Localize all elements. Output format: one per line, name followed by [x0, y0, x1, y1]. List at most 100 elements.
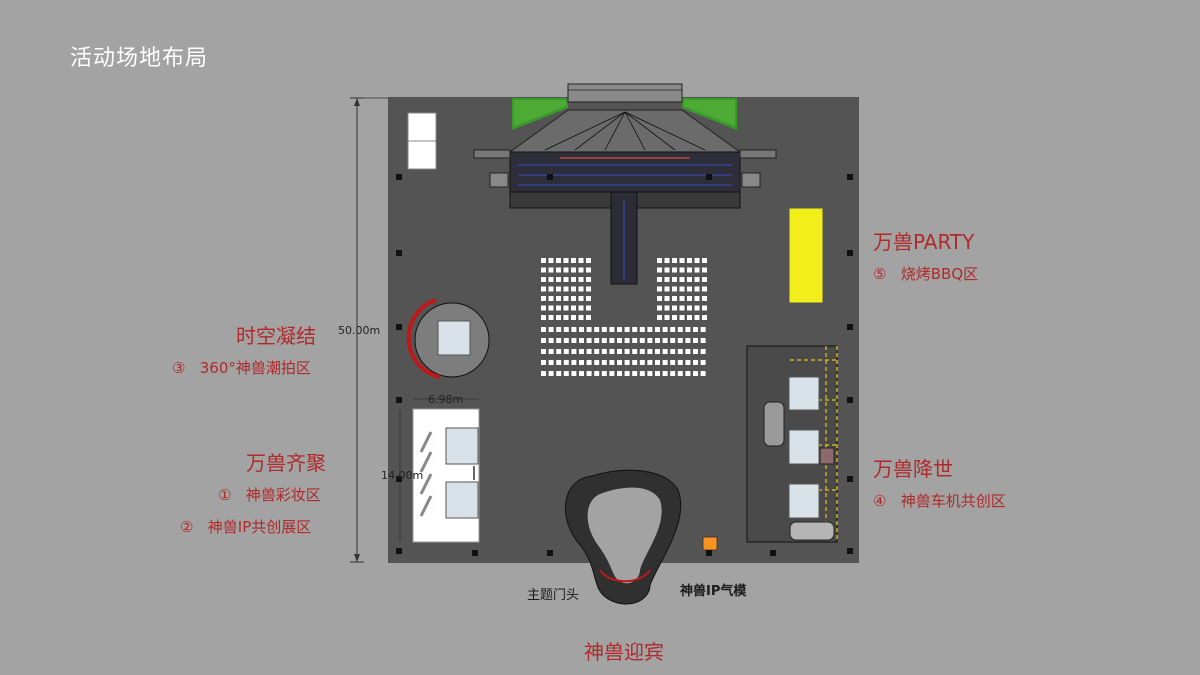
seat: [548, 258, 554, 263]
seat: [672, 305, 677, 311]
seat: [647, 371, 653, 376]
pillar: [396, 324, 402, 330]
seat: [624, 349, 630, 354]
seat: [657, 267, 662, 273]
seat: [677, 349, 683, 354]
entrance-gate: [564, 469, 682, 605]
seat: [677, 360, 683, 365]
seat: [556, 338, 562, 343]
seat: [563, 327, 569, 332]
pillar: [396, 548, 402, 554]
seat: [685, 360, 691, 365]
seat: [578, 258, 584, 263]
seat: [556, 349, 562, 354]
pillar: [770, 550, 776, 556]
seat: [677, 327, 683, 332]
seat: [601, 327, 607, 332]
seat: [541, 327, 546, 332]
pillar: [547, 550, 553, 556]
page-title: 活动场地布局: [70, 46, 209, 71]
seat: [563, 258, 569, 263]
pillar: [706, 174, 712, 180]
seat: [694, 267, 700, 273]
seat: [664, 258, 670, 263]
item-number: ①: [218, 486, 232, 504]
seat: [571, 315, 576, 320]
seat: [541, 349, 546, 354]
seat: [556, 296, 561, 301]
seat: [672, 296, 677, 301]
seat: [556, 286, 561, 292]
pillar: [396, 250, 402, 256]
zone-descent-item: ④ 神兽车机共创区: [873, 490, 1006, 511]
seat: [664, 267, 670, 273]
seat: [679, 277, 685, 282]
seat: [670, 327, 676, 332]
seat: [586, 315, 591, 320]
seat: [578, 296, 584, 301]
seat: [694, 286, 700, 292]
seat: [693, 327, 698, 332]
dimension-line-vertical: [350, 97, 388, 563]
seat: [632, 371, 638, 376]
seat: [579, 338, 584, 343]
seat: [624, 327, 630, 332]
seat: [655, 327, 660, 332]
seat: [693, 349, 698, 354]
item-text: 神兽彩妆区: [245, 486, 321, 504]
seat: [639, 338, 645, 343]
seat: [655, 371, 660, 376]
gate-label: 主题门头: [527, 588, 580, 603]
zone-descent-title: 万兽降世: [873, 457, 953, 481]
seat: [687, 305, 692, 311]
zone-welcome-title: 神兽迎宾: [584, 640, 664, 664]
item-number: ⑤: [873, 265, 887, 283]
seat: [657, 315, 662, 320]
exhibition-zone: [399, 398, 480, 543]
pillar: [396, 476, 402, 482]
zone-gathering-title: 万兽齐聚: [246, 451, 326, 475]
seat: [609, 371, 615, 376]
seat: [617, 338, 622, 343]
zone-party-title: 万兽PARTY: [873, 230, 975, 254]
seat: [541, 360, 546, 365]
seat: [670, 371, 676, 376]
seat: [617, 349, 622, 354]
seat: [601, 360, 607, 365]
seat: [694, 258, 700, 263]
seat: [541, 286, 546, 292]
seat: [578, 286, 584, 292]
pillar: [847, 174, 853, 180]
seat: [632, 349, 638, 354]
seat: [694, 315, 700, 320]
seat: [571, 267, 576, 273]
seat: [556, 327, 562, 332]
pillar: [847, 324, 853, 330]
item-text: 360°神兽潮拍区: [199, 359, 311, 377]
seat: [556, 258, 561, 263]
item-text: 烧烤BBQ区: [900, 265, 979, 283]
seat: [578, 267, 584, 273]
item-text: 神兽IP共创展区: [207, 518, 312, 536]
seat: [657, 286, 662, 292]
seat: [679, 258, 685, 263]
seat: [685, 338, 691, 343]
seat: [679, 267, 685, 273]
seat: [672, 277, 677, 282]
seat: [662, 360, 668, 365]
seat: [693, 338, 698, 343]
car-zone: [746, 345, 838, 543]
seat: [687, 315, 692, 320]
seat: [632, 360, 638, 365]
dimension-side-label: 14.00m: [381, 469, 424, 482]
seat: [541, 305, 546, 311]
zone-spacetime-title: 时空凝结: [236, 324, 316, 348]
seat: [563, 267, 569, 273]
seat: [687, 296, 692, 301]
seat: [563, 305, 569, 311]
seat: [556, 371, 562, 376]
seat: [702, 267, 707, 273]
seat: [548, 349, 554, 354]
pillar: [847, 548, 853, 554]
seat: [586, 296, 591, 301]
